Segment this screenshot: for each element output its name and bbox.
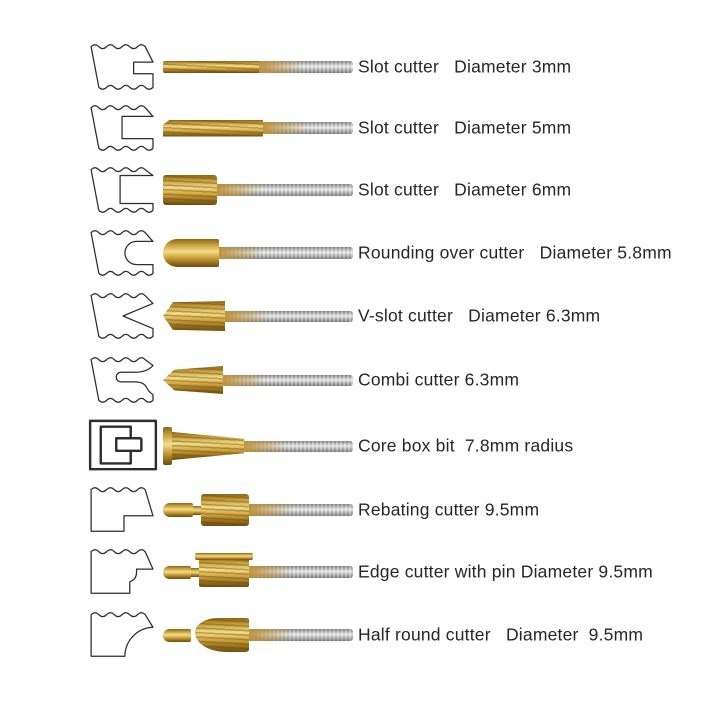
row-label: Edge cutter with pin Diameter 9.5mm: [358, 561, 653, 582]
bit-shank: [263, 122, 353, 134]
shank-gold-tint: [263, 122, 307, 134]
row-label: Slot cutter Diameter 3mm: [358, 56, 572, 77]
bit-shank: [244, 440, 353, 452]
row-label: Combi cutter 6.3mm: [358, 369, 520, 390]
cutter-row: Slot cutter Diameter 5mm: [0, 97, 720, 159]
bit-head-assembly: [195, 553, 253, 587]
bit-neck: [193, 505, 201, 515]
profile-drawing-edge-step-icon: [90, 549, 154, 594]
bit-cutting-head: [163, 239, 219, 267]
row-label: Rebating cutter 9.5mm: [358, 499, 540, 520]
cutter-row: Rounding over cutter Diameter 5.8mm: [0, 222, 720, 284]
bit-cutting-head: [172, 432, 244, 460]
shank-gold-tint: [249, 629, 293, 641]
shank-gold-tint: [219, 247, 263, 259]
shank-gold-tint: [225, 310, 269, 322]
bit-neck: [191, 567, 199, 577]
bit-photo: [163, 424, 353, 468]
bit-shank: [259, 61, 353, 73]
row-label: Slot cutter Diameter 6mm: [358, 179, 572, 200]
profile-drawing-half-round-icon: [90, 612, 154, 657]
bit-cutting-head: [163, 301, 225, 331]
bit-guide-pin: [163, 565, 191, 579]
bit-photo: [163, 231, 353, 275]
bit-cutting-head: [163, 61, 259, 73]
bit-shank: [217, 184, 353, 196]
shank-gold-tint: [249, 504, 293, 516]
bit-photo: [163, 168, 353, 212]
bit-photo: [163, 613, 353, 657]
bit-photo: [163, 294, 353, 338]
cutter-row: Slot cutter Diameter 6mm: [0, 159, 720, 221]
bit-cutting-head: [201, 494, 249, 526]
profile-drawing-round-over-icon: [90, 230, 154, 276]
bit-shank: [249, 504, 353, 516]
shank-gold-tint: [259, 61, 303, 73]
bit-cutting-head: [199, 557, 249, 587]
bit-shank: [219, 247, 353, 259]
bit-cutting-head: [163, 366, 223, 394]
bit-cutting-head: [195, 618, 249, 652]
cutter-row: Combi cutter 6.3mm: [0, 349, 720, 411]
bit-photo: [163, 550, 353, 594]
cutter-row: Edge cutter with pin Diameter 9.5mm: [0, 541, 720, 603]
bit-cutting-head: [163, 119, 263, 137]
bit-cutting-head: [163, 175, 217, 205]
cutter-row: Half round cutter Diameter 9.5mm: [0, 604, 720, 666]
bit-shank: [223, 374, 353, 386]
shank-gold-tint: [217, 184, 261, 196]
profile-drawing-combi-icon: [90, 357, 154, 403]
shank-gold-tint: [249, 566, 293, 578]
cutter-row: Core box bit 7.8mm radius: [0, 415, 720, 477]
cutter-row: V-slot cutter Diameter 6.3mm: [0, 285, 720, 347]
cutter-row: Slot cutter Diameter 3mm: [0, 36, 720, 98]
bit-photo: [163, 488, 353, 532]
bit-photo: [163, 106, 353, 150]
row-label: Core box bit 7.8mm radius: [358, 435, 574, 456]
bit-shank: [225, 310, 353, 322]
profile-drawing-v-slot-icon: [90, 293, 154, 339]
bit-shank: [249, 566, 353, 578]
bit-photo: [163, 358, 353, 402]
profile-drawing-slot-3mm-icon: [90, 44, 154, 90]
cutter-row: Rebating cutter 9.5mm: [0, 479, 720, 541]
shank-gold-tint: [223, 374, 267, 386]
shank-gold-tint: [244, 440, 288, 452]
bit-guide-pin: [163, 628, 191, 642]
row-label: Rounding over cutter Diameter 5.8mm: [358, 242, 672, 263]
profile-drawing-core-box-icon: [88, 419, 158, 471]
bit-tip-flange: [163, 427, 172, 465]
profile-drawing-slot-6mm-icon: [90, 167, 154, 213]
bit-top-flange: [195, 553, 253, 560]
row-label: Slot cutter Diameter 5mm: [358, 117, 572, 138]
bit-guide-pin: [163, 503, 193, 517]
row-label: Half round cutter Diameter 9.5mm: [358, 624, 644, 645]
bit-photo: [163, 45, 353, 89]
bit-shank: [249, 629, 353, 641]
profile-drawing-rebate-icon: [90, 487, 154, 532]
row-label: V-slot cutter Diameter 6.3mm: [358, 305, 601, 326]
profile-drawing-slot-5mm-icon: [90, 105, 154, 151]
